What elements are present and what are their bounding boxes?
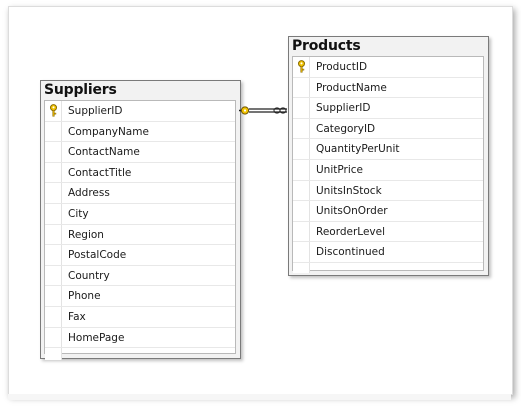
column-row[interactable]: SupplierID <box>293 98 483 119</box>
table-suppliers[interactable]: Suppliers SupplierID CompanyName Contact… <box>40 80 241 361</box>
column-row[interactable]: CategoryID <box>293 118 483 140</box>
column-name: CategoryID <box>316 122 376 135</box>
column-name: Country <box>68 269 110 282</box>
column-name: UnitPrice <box>316 163 363 176</box>
canvas-bottom-strip <box>8 394 511 400</box>
primary-key-icon <box>298 60 305 73</box>
column-row[interactable]: Country <box>45 265 235 287</box>
row-selector[interactable] <box>45 224 62 245</box>
column-row[interactable]: QuantityPerUnit <box>293 139 483 160</box>
row-selector[interactable] <box>293 201 310 221</box>
column-list: SupplierID CompanyName ContactName Conta… <box>44 100 236 361</box>
column-row[interactable]: UnitsInStock <box>293 180 483 202</box>
row-selector <box>293 262 310 273</box>
column-row[interactable]: Phone <box>45 286 235 307</box>
row-selector[interactable] <box>293 98 310 118</box>
row-selector[interactable] <box>293 118 310 139</box>
column-name: UnitsOnOrder <box>316 205 388 218</box>
row-selector[interactable] <box>45 203 62 224</box>
key-icon <box>239 106 250 115</box>
row-selector[interactable] <box>45 245 62 265</box>
primary-key-icon <box>50 104 57 117</box>
column-name: UnitsInStock <box>316 184 382 197</box>
column-list: ProductID ProductName SupplierID Categor… <box>292 56 484 273</box>
column-name: SupplierID <box>68 105 123 117</box>
row-selector[interactable] <box>293 139 310 159</box>
column-name: ReorderLevel <box>316 225 385 238</box>
column-row[interactable]: ReorderLevel <box>293 221 483 243</box>
column-name: CompanyName <box>68 125 149 138</box>
column-name: ProductName <box>316 81 387 94</box>
column-row[interactable]: ProductName <box>293 77 483 99</box>
column-row[interactable]: UnitsOnOrder <box>293 201 483 222</box>
column-name: PostalCode <box>68 249 127 262</box>
column-row[interactable]: ProductID <box>293 57 483 78</box>
row-selector[interactable] <box>45 142 62 162</box>
column-row[interactable]: CompanyName <box>45 121 235 143</box>
column-name: Discontinued <box>316 246 385 259</box>
row-selector[interactable] <box>45 101 62 121</box>
column-row-empty <box>45 348 235 361</box>
table-title: Suppliers <box>44 82 117 98</box>
row-selector[interactable] <box>45 286 62 306</box>
relationship-connector[interactable] <box>9 7 512 394</box>
column-name: Fax <box>68 310 86 323</box>
column-name: Phone <box>68 290 101 303</box>
row-selector[interactable] <box>45 121 62 142</box>
column-row[interactable]: ContactName <box>45 142 235 163</box>
row-selector[interactable] <box>45 162 62 183</box>
row-selector[interactable] <box>293 57 310 77</box>
column-row[interactable]: Fax <box>45 306 235 328</box>
row-selector[interactable] <box>293 242 310 262</box>
column-name: SupplierID <box>316 102 371 115</box>
column-name: Address <box>68 187 110 200</box>
column-row[interactable]: Address <box>45 183 235 204</box>
column-row[interactable]: PostalCode <box>45 245 235 266</box>
row-selector[interactable] <box>293 221 310 242</box>
column-name: City <box>68 207 89 220</box>
diagram-canvas: Suppliers SupplierID CompanyName Contact… <box>8 6 513 395</box>
table-products[interactable]: Products ProductID ProductName SupplierI… <box>288 36 489 276</box>
row-selector[interactable] <box>45 265 62 286</box>
column-row[interactable]: SupplierID <box>45 101 235 122</box>
column-name: Region <box>68 228 104 241</box>
column-name: HomePage <box>68 331 125 344</box>
row-selector[interactable] <box>293 77 310 98</box>
column-name: ContactName <box>68 146 140 159</box>
row-selector[interactable] <box>293 159 310 180</box>
column-row-empty <box>293 262 483 273</box>
infinity-icon <box>273 107 287 114</box>
row-selector[interactable] <box>45 306 62 327</box>
column-row[interactable]: HomePage <box>45 327 235 349</box>
column-name: ContactTitle <box>68 166 132 179</box>
table-title: Products <box>292 38 361 54</box>
row-selector[interactable] <box>45 183 62 203</box>
row-selector[interactable] <box>293 180 310 201</box>
column-name: ProductID <box>316 61 368 73</box>
column-row[interactable]: Discontinued <box>293 242 483 263</box>
row-selector <box>45 348 62 361</box>
column-row[interactable]: ContactTitle <box>45 162 235 184</box>
column-name: QuantityPerUnit <box>316 143 400 156</box>
column-row[interactable]: City <box>45 203 235 225</box>
column-row[interactable]: Region <box>45 224 235 246</box>
row-selector[interactable] <box>45 327 62 348</box>
column-row[interactable]: UnitPrice <box>293 159 483 181</box>
